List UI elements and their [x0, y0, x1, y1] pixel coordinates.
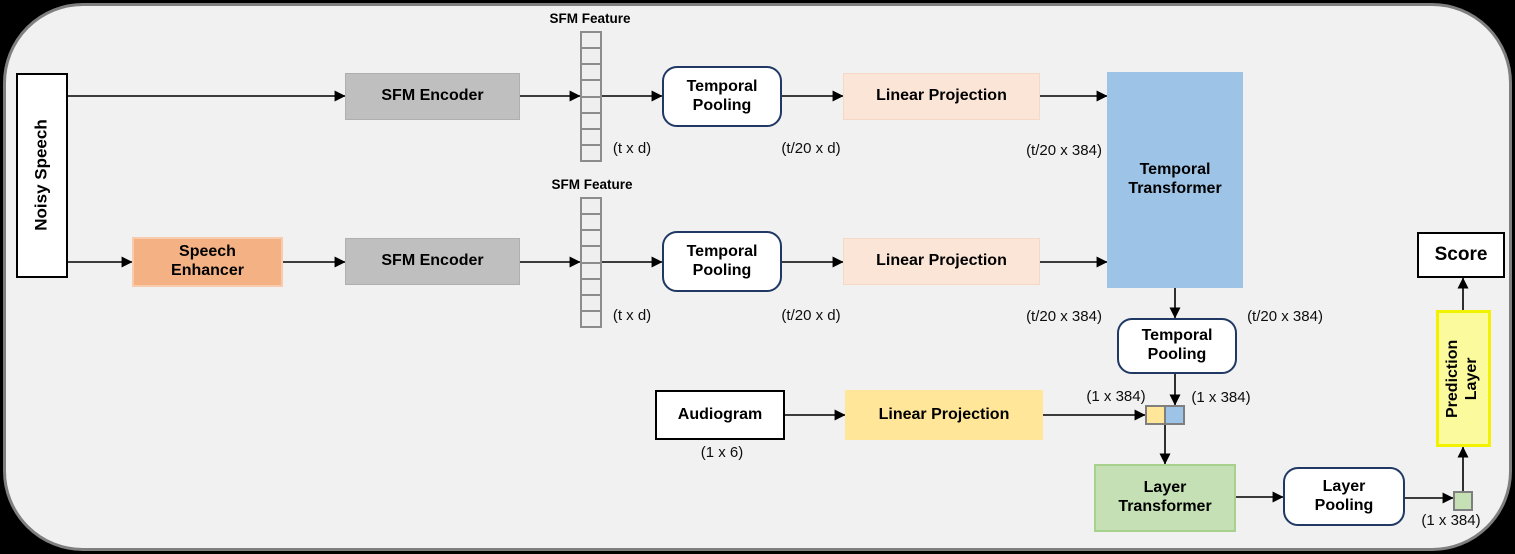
score-label: Score [1434, 243, 1488, 265]
score-box: Score [1417, 232, 1505, 278]
temporal-pooling-top-label: Temporal Pooling [686, 77, 758, 114]
sfm-encoder-bottom-label: SFM Encoder [381, 252, 484, 270]
noisy-speech-label: Noisy Speech [31, 119, 51, 232]
temporal-pooling-final-label: Temporal Pooling [1141, 327, 1213, 363]
dim-1-x-384-output: (1 x 384) [1421, 512, 1481, 529]
prediction-layer-box: Prediction Layer [1436, 310, 1491, 447]
feature-cell [582, 229, 600, 245]
feature-cell [582, 199, 600, 213]
dim-t20-x-384-top: (t/20 x 384) [1026, 142, 1102, 159]
temporal-pooling-final-box: Temporal Pooling [1117, 318, 1237, 374]
temporal-transformer-box: Temporal Transformer [1107, 72, 1243, 288]
feature-cell [582, 293, 600, 310]
feature-cell [582, 95, 600, 112]
feature-cell [582, 127, 600, 144]
speech-enhancer-label: Speech Enhancer [171, 243, 244, 279]
temporal-pooling-bottom-box: Temporal Pooling [662, 231, 782, 292]
temporal-pooling-bottom-label: Temporal Pooling [686, 242, 758, 279]
sfm-feature-bottom-stack [580, 197, 602, 328]
linear-projection-top-label: Linear Projection [876, 87, 1007, 105]
dim-t20-x-384-transformer-out: (t/20 x 384) [1247, 308, 1323, 325]
audiogram-box: Audiogram [655, 390, 785, 440]
dim-t-x-d-bottom: (t x d) [612, 307, 652, 324]
temporal-transformer-label: Temporal Transformer [1128, 161, 1222, 197]
layer-transformer-label: Layer Transformer [1118, 479, 1212, 515]
feature-cell [582, 245, 600, 261]
temporal-pooling-top-box: Temporal Pooling [662, 66, 782, 127]
layer-pooling-label: Layer Pooling [1314, 477, 1374, 514]
sfm-encoder-bottom-box: SFM Encoder [345, 238, 520, 285]
speech-enhancer-box: Speech Enhancer [132, 237, 283, 287]
feature-cell [582, 47, 600, 63]
dim-t20-x-d-bottom: (t/20 x d) [781, 307, 841, 324]
linear-projection-bottom-box: Linear Projection [843, 238, 1040, 285]
concat-temporal-cell [1164, 405, 1185, 425]
feature-cell [582, 261, 600, 278]
sfm-feature-top-label: SFM Feature [549, 11, 631, 26]
feature-cell [582, 309, 600, 326]
linear-projection-bottom-label: Linear Projection [876, 252, 1007, 270]
dim-1-x-6: (1 x 6) [700, 444, 744, 461]
audiogram-label: Audiogram [677, 405, 763, 423]
feature-cell [582, 79, 600, 95]
sfm-encoder-top-box: SFM Encoder [345, 73, 520, 120]
feature-cell [582, 63, 600, 79]
linear-projection-top-box: Linear Projection [843, 73, 1040, 120]
feature-cell [582, 33, 600, 47]
sfm-feature-top-stack [580, 31, 602, 162]
dim-t20-x-384-bottom: (t/20 x 384) [1026, 308, 1102, 325]
feature-cell [582, 213, 600, 229]
dim-t20-x-d-top: (t/20 x d) [781, 140, 841, 157]
feature-cell [582, 143, 600, 160]
dim-t-x-d-top: (t x d) [612, 140, 652, 157]
sfm-encoder-top-label: SFM Encoder [381, 87, 484, 105]
layer-pooling-box: Layer Pooling [1283, 467, 1405, 526]
sfm-feature-bottom-label: SFM Feature [551, 177, 633, 192]
dim-1-x-384-concat-right: (1 x 384) [1191, 389, 1251, 406]
feature-cell [582, 111, 600, 128]
linear-projection-audiogram-label: Linear Projection [878, 405, 1010, 423]
concat-audiogram-cell [1145, 405, 1166, 425]
layer-transformer-box: Layer Transformer [1094, 464, 1236, 532]
feature-cell [582, 277, 600, 294]
layer-pooling-output-cell [1453, 491, 1473, 511]
dim-1-x-384-concat-left: (1 x 384) [1086, 388, 1146, 405]
linear-projection-audiogram-box: Linear Projection [845, 390, 1043, 440]
noisy-speech-box: Noisy Speech [16, 73, 68, 278]
prediction-layer-label: Prediction Layer [1444, 339, 1481, 418]
